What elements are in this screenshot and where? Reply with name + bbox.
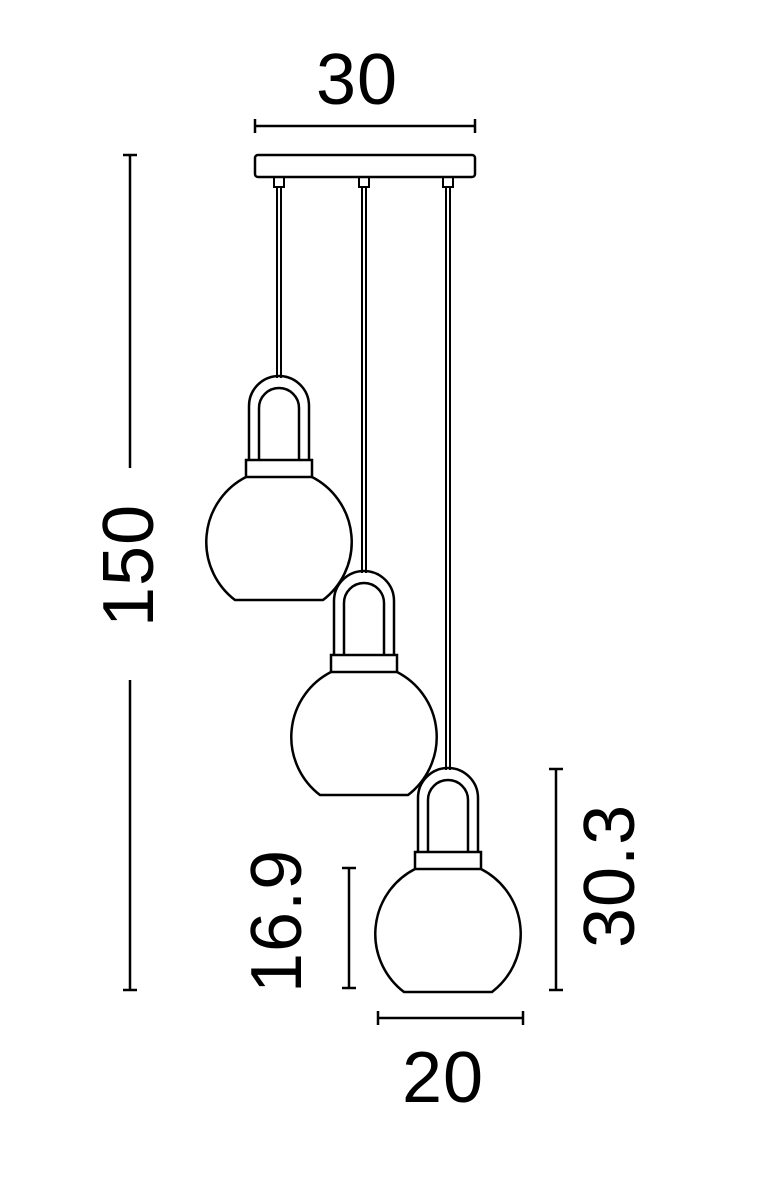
pendant-left [205,374,353,602]
pendant-right [374,766,522,994]
shade-height-dimension-line [342,866,356,990]
pendant-height-label: 30.3 [570,803,650,948]
shade-width-dimension-line [376,1011,525,1025]
canopy-width-label: 30 [316,40,399,120]
pendant-height-dimension-line [549,767,563,992]
pendant-middle [290,569,438,797]
total-height-dimension-line [123,153,137,992]
cords [276,187,451,770]
total-height-label: 150 [89,503,169,627]
canopy [253,153,477,179]
shade-width-label: 20 [402,1038,485,1118]
shade-height-label: 16.9 [237,848,317,993]
canopy-width-dimension-line [253,119,477,133]
